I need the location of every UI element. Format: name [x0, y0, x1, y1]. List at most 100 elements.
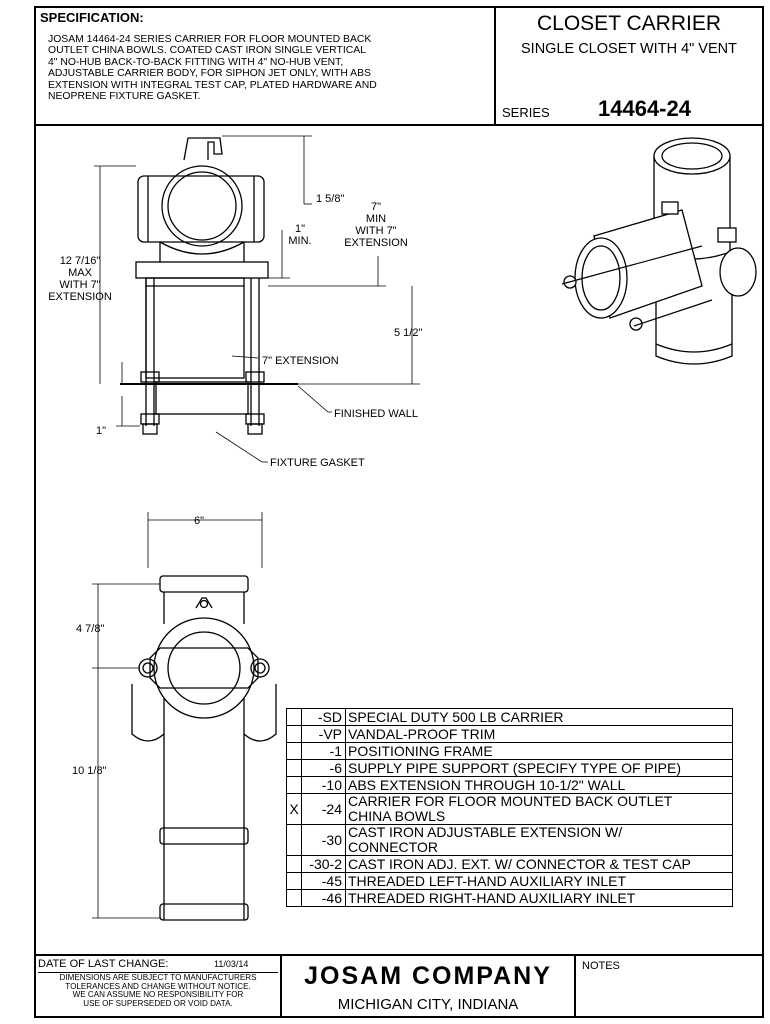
- disclaimer-line: DIMENSIONS ARE SUBJECT TO MANUFACTURERS: [59, 973, 257, 982]
- option-mark: [286, 872, 302, 890]
- option-code: -30-2: [301, 855, 346, 873]
- option-mark: [286, 742, 302, 760]
- dim-12-7-16-line: EXTENSION: [48, 291, 112, 303]
- label-finished-wall: FINISHED WALL: [334, 408, 418, 420]
- company-name: JOSAM COMPANY: [304, 962, 552, 990]
- dim-1-bottom: 1": [96, 425, 106, 437]
- spec-line: JOSAM 14464-24 SERIES CARRIER FOR FLOOR …: [48, 34, 372, 45]
- spec-sheet: SPECIFICATION: JOSAM 14464-24 SERIES CAR…: [34, 6, 764, 1018]
- option-desc-line: POSITIONING FRAME: [348, 742, 493, 759]
- spec-line: EXTENSION WITH INTEGRAL TEST CAP, PLATED…: [48, 79, 377, 91]
- company-city: MICHIGAN CITY, INDIANA: [337, 996, 519, 1013]
- label-fixture-gasket: FIXTURE GASKET: [270, 457, 365, 469]
- disclaimer-line: WE CAN ASSUME NO RESPONSIBILITY FOR: [72, 990, 244, 1000]
- option-desc: VANDAL-PROOF TRIM: [345, 725, 733, 743]
- specification-box: SPECIFICATION: JOSAM 14464-24 SERIES CAR…: [36, 8, 496, 124]
- dim-5-1-2: 5 1/2": [394, 327, 422, 339]
- dim-7-min-line: MIN: [366, 213, 386, 225]
- date-of-last-change: DATE OF LAST CHANGE: 11/03/14: [38, 958, 278, 973]
- option-desc: SPECIAL DUTY 500 LB CARRIER: [345, 708, 733, 726]
- option-desc-line: CONNECTOR: [348, 839, 438, 855]
- spec-line: NEOPRENE FIXTURE GASKET.: [48, 91, 201, 103]
- spec-line: ADJUSTABLE CARRIER BODY, FOR SIPHON JET …: [48, 68, 371, 80]
- option-desc: CAST IRON ADJ. EXT. W/ CONNECTOR & TEST …: [345, 855, 733, 873]
- dim-1-min-line: 1": [295, 223, 305, 235]
- option-desc-line: THREADED RIGHT-HAND AUXILIARY INLET: [348, 889, 636, 906]
- option-desc: THREADED RIGHT-HAND AUXILIARY INLET: [345, 889, 733, 907]
- option-mark: [286, 708, 302, 726]
- option-mark: X: [286, 793, 302, 825]
- disclaimer-line: USE OF SUPERSEDED OR VOID DATA.: [83, 998, 233, 1008]
- notes-label: NOTES: [582, 960, 620, 972]
- footer-date-box: DATE OF LAST CHANGE: 11/03/14 DIMENSIONS…: [36, 956, 282, 1018]
- option-desc-line: VANDAL-PROOF TRIM: [348, 725, 496, 742]
- option-code: -46: [301, 889, 346, 907]
- label-7-extension: 7" EXTENSION: [262, 355, 339, 367]
- option-desc: THREADED LEFT-HAND AUXILIARY INLET: [345, 872, 733, 890]
- option-code: -VP: [301, 725, 346, 743]
- option-mark: [286, 725, 302, 743]
- dim-1-5-8: 1 5/8": [316, 193, 344, 205]
- option-code: -SD: [301, 708, 346, 726]
- option-mark: [286, 776, 302, 794]
- option-mark: [286, 855, 302, 873]
- dim-10-1-8: 10 1/8": [72, 765, 107, 777]
- option-desc: CAST IRON ADJUSTABLE EXTENSION W/CONNECT…: [345, 824, 733, 856]
- date-value: 11/03/14: [214, 959, 249, 969]
- spec-line: OUTLET CHINA BOWLS. COATED CAST IRON SIN…: [48, 45, 366, 57]
- product-subtitle: SINGLE CLOSET WITH 4" VENT: [521, 41, 737, 57]
- series-number: 14464-24: [598, 96, 691, 121]
- side-elevation-drawing: 1 5/8" 7" MIN WITH 7" EXTENSION 1" MIN. …: [48, 135, 422, 469]
- date-label: DATE OF LAST CHANGE:: [38, 958, 169, 970]
- option-desc-line: CAST IRON ADJ. EXT. W/ CONNECTOR & TEST …: [348, 855, 691, 872]
- option-code: -10: [301, 776, 346, 794]
- option-desc-line: ABS EXTENSION THROUGH 10-1/2" WALL: [348, 776, 626, 793]
- company-box: JOSAM COMPANY MICHIGAN CITY, INDIANA: [282, 956, 576, 1018]
- disclaimer: DIMENSIONS ARE SUBJECT TO MANUFACTURERS …: [38, 973, 278, 1008]
- option-mark: [286, 889, 302, 907]
- disclaimer-line: TOLERANCES AND CHANGE WITHOUT NOTICE.: [65, 981, 251, 991]
- front-view-drawing: 6" 4 7/8" 10 1/8": [72, 512, 277, 921]
- option-desc-line: CARRIER FOR FLOOR MOUNTED BACK OUTLET: [348, 793, 673, 809]
- product-title: CLOSET CARRIER: [537, 12, 721, 35]
- option-desc: ABS EXTENSION THROUGH 10-1/2" WALL: [345, 776, 733, 794]
- spec-line: 4" NO-HUB BACK-TO-BACK FITTING WITH 4" N…: [48, 56, 344, 68]
- dim-7-min-line: EXTENSION: [344, 237, 408, 249]
- option-desc: SUPPLY PIPE SUPPORT (SPECIFY TYPE OF PIP…: [345, 759, 733, 777]
- option-code: -1: [301, 742, 346, 760]
- option-desc-line: SUPPLY PIPE SUPPORT (SPECIFY TYPE OF PIP…: [348, 759, 681, 776]
- option-code: -45: [301, 872, 346, 890]
- series-label: SERIES: [502, 105, 550, 120]
- option-desc-line: CAST IRON ADJUSTABLE EXTENSION W/: [348, 824, 623, 840]
- option-desc: POSITIONING FRAME: [345, 742, 733, 760]
- option-code: -24: [301, 793, 346, 825]
- option-mark: [286, 759, 302, 777]
- option-mark: [286, 824, 302, 856]
- header-block: SPECIFICATION: JOSAM 14464-24 SERIES CAR…: [36, 8, 762, 126]
- option-code: -6: [301, 759, 346, 777]
- dim-7-min-line: WITH 7": [355, 225, 396, 237]
- dim-12-7-16-line: MAX: [68, 267, 93, 279]
- dim-6: 6": [194, 515, 204, 527]
- dim-1-min-line: MIN.: [288, 235, 311, 247]
- footer-block: DATE OF LAST CHANGE: 11/03/14 DIMENSIONS…: [36, 954, 762, 1018]
- specification-text: JOSAM 14464-24 SERIES CARRIER FOR FLOOR …: [48, 34, 488, 102]
- dim-12-7-16-line: WITH 7": [59, 279, 100, 291]
- option-desc-line: THREADED LEFT-HAND AUXILIARY INLET: [348, 872, 626, 889]
- option-desc-line: SPECIAL DUTY 500 LB CARRIER: [348, 708, 564, 725]
- option-desc-line: CHINA BOWLS: [348, 808, 446, 824]
- option-code: -30: [301, 824, 346, 856]
- dim-7-min-line: 7": [371, 201, 381, 213]
- specification-title: SPECIFICATION:: [40, 10, 144, 25]
